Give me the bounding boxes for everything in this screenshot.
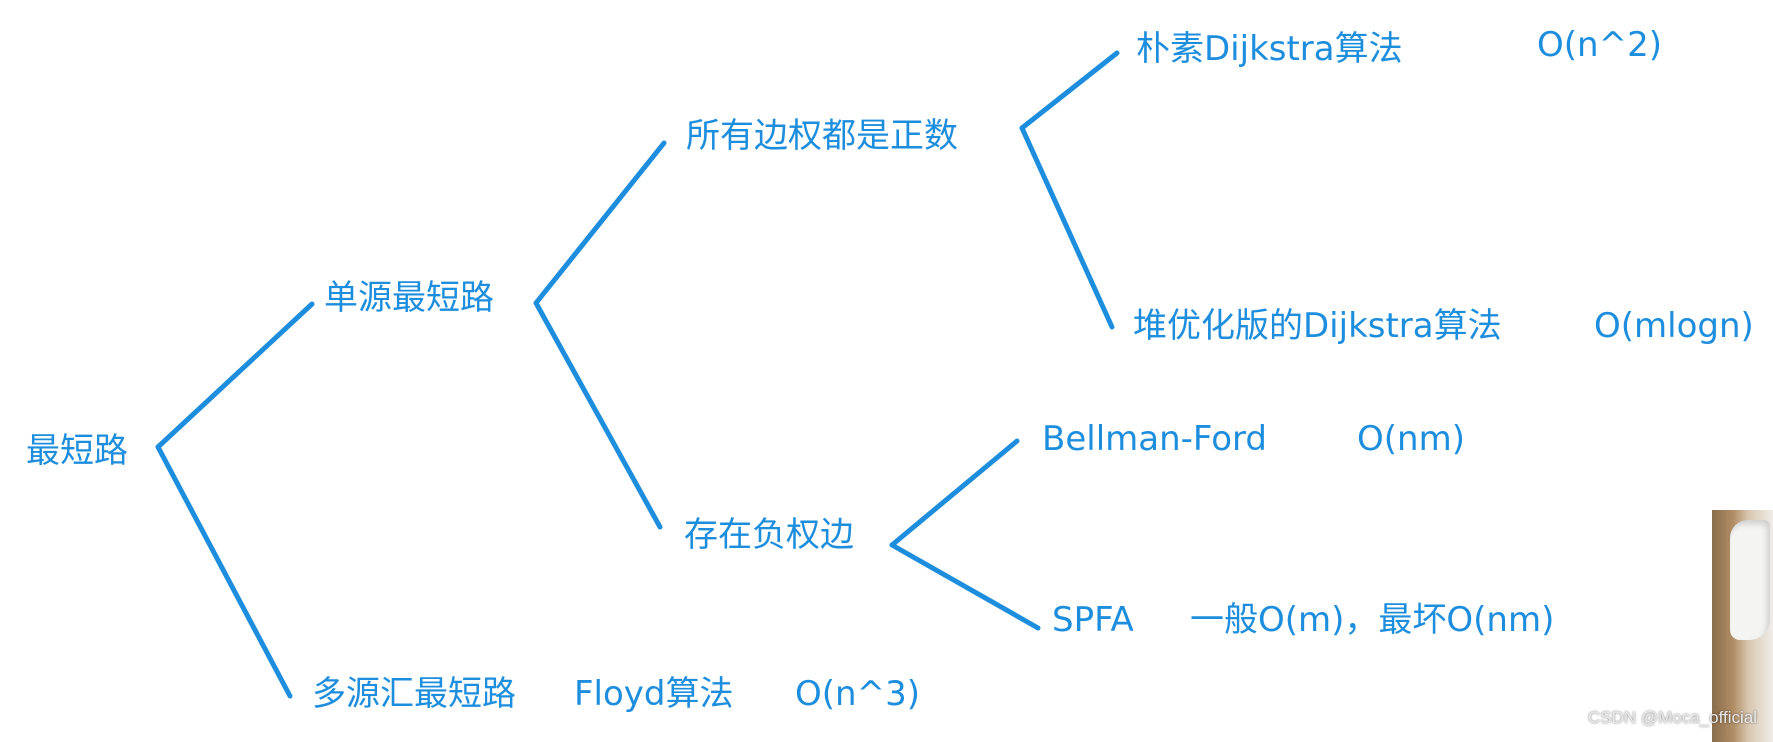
- edge-positive-heap-dijkstra: [1019, 125, 1115, 330]
- node-multi-source: 多源汇最短路: [312, 674, 516, 714]
- edge-negative-bellman-ford: [889, 438, 1020, 548]
- webcam-overlay: [1712, 510, 1773, 742]
- node-positive-weights: 所有边权都是正数: [686, 116, 958, 156]
- edge-positive-naive-dijkstra: [1019, 50, 1120, 131]
- bellman-ford-complexity: O(nm): [1357, 419, 1465, 459]
- webcam-cloth-shape: [1730, 520, 1770, 640]
- naive-dijkstra-complexity: O(n^2): [1537, 25, 1662, 65]
- spfa-complexity: 一般O(m)，最坏O(nm): [1190, 600, 1555, 640]
- floyd-complexity: O(n^3): [795, 674, 920, 714]
- node-bellman-ford: Bellman-Ford: [1042, 419, 1268, 459]
- edge-root-single-source: [155, 301, 315, 450]
- csdn-watermark: CSDN @Moca_official: [1587, 708, 1757, 727]
- floyd-label: Floyd算法: [574, 674, 734, 714]
- node-naive-dijkstra: 朴素Dijkstra算法: [1136, 29, 1403, 69]
- node-shortest-path: 最短路: [26, 431, 128, 471]
- node-spfa: SPFA: [1052, 600, 1134, 640]
- edge-single-positive: [533, 140, 667, 306]
- node-single-source: 单源最短路: [324, 278, 494, 318]
- edge-root-multi-source: [155, 444, 293, 699]
- node-negative-weights: 存在负权边: [684, 515, 854, 555]
- heap-dijkstra-complexity: O(mlogn): [1594, 306, 1754, 346]
- edge-single-negative: [533, 300, 663, 530]
- edge-negative-spfa: [889, 542, 1041, 631]
- node-heap-dijkstra: 堆优化版的Dijkstra算法: [1133, 306, 1502, 346]
